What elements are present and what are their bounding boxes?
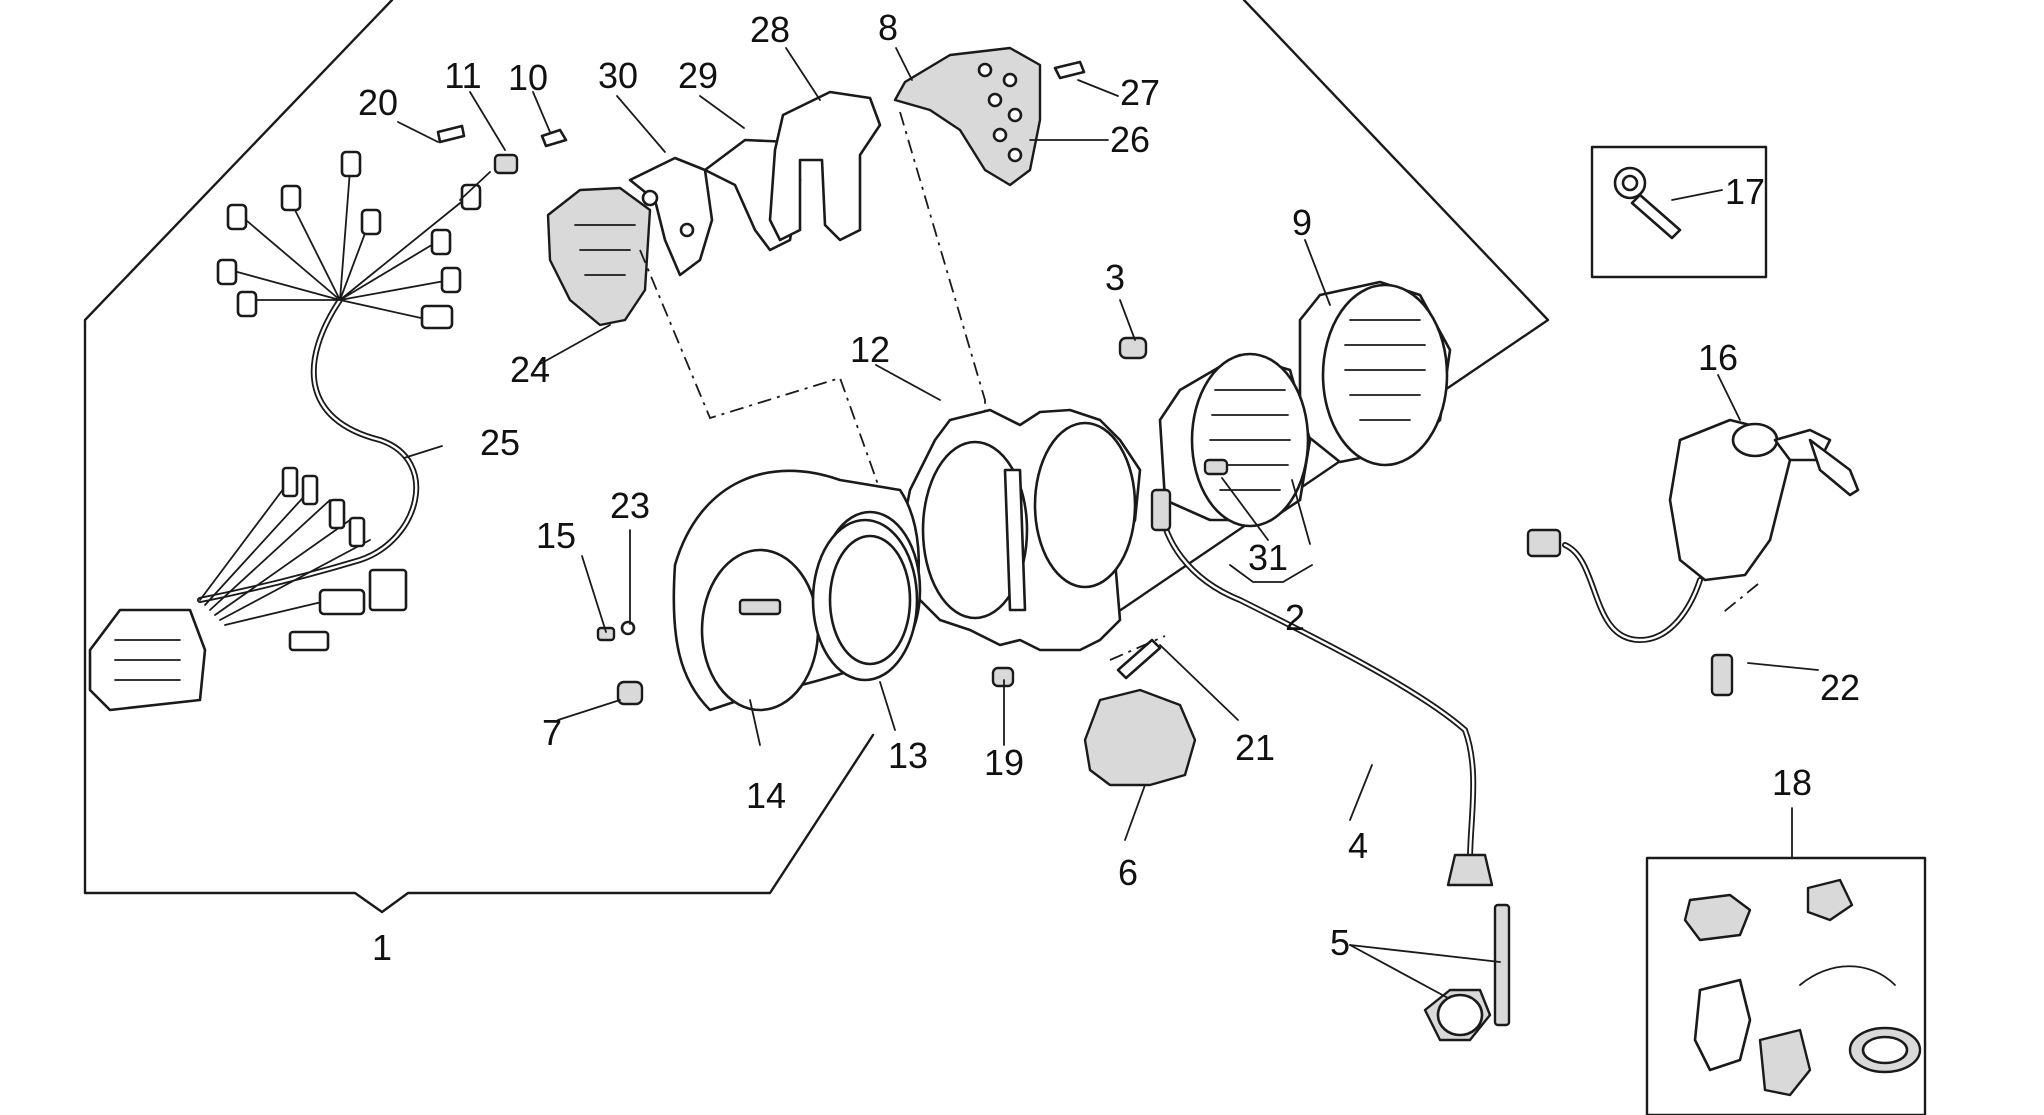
callout-22: 22 [1820,667,1860,708]
callout-26: 26 [1110,119,1150,160]
callout-9: 9 [1292,202,1312,243]
cover-6 [1083,688,1197,787]
callout-27: 27 [1120,72,1160,113]
callout-31: 31 [1248,537,1288,578]
callout-12: 12 [850,329,890,370]
plate-8-26-27 [893,46,1086,187]
callout-13: 13 [888,735,928,776]
drive-gear-5 [1423,903,1511,1042]
callout-labels: 1 2 3 4 5 6 7 8 9 10 11 12 13 14 15 16 1… [358,7,1860,968]
callout-5: 5 [1330,922,1350,963]
gauge-9 [1298,280,1452,467]
callout-7: 7 [542,712,562,753]
wiring-harness-25 [88,150,482,712]
bezel-ring-13 [811,518,919,682]
callout-4: 4 [1348,825,1368,866]
callout-24: 24 [510,349,550,390]
callout-2: 2 [1285,597,1305,638]
inset-box-18 [1645,856,1927,1115]
leader-lines [397,47,1819,999]
lock-kit-18 [1683,878,1922,1097]
callout-25: 25 [480,422,520,463]
callout-19: 19 [984,742,1024,783]
callout-20: 20 [358,82,398,123]
bushing-3 [1118,336,1148,360]
callout-8: 8 [878,7,898,48]
callout-30: 30 [598,55,638,96]
callout-29: 29 [678,55,718,96]
bezel-plate-12 [898,408,1142,652]
gauge-31 [1158,352,1312,528]
callout-10: 10 [508,57,548,98]
callout-14: 14 [746,775,786,816]
ignition-switch-16 [1526,418,1860,697]
callout-17: 17 [1725,171,1765,212]
speedometer-cable-4 [1150,488,1494,887]
callout-3: 3 [1105,257,1125,298]
fasteners-15-23-7-19 [596,620,1162,706]
brackets-24-30-29-28 [546,90,882,327]
callout-28: 28 [750,9,790,50]
callout-18: 18 [1772,762,1812,803]
key-17 [1613,166,1682,240]
inset-box-17 [1590,145,1768,279]
callout-6: 6 [1118,852,1138,893]
callout-16: 16 [1698,337,1738,378]
callout-23: 23 [610,485,650,526]
callout-11: 11 [444,55,481,96]
callout-15: 15 [536,515,576,556]
callout-1: 1 [372,927,392,968]
connector-parts-20-11-10 [436,124,568,201]
callout-21: 21 [1235,727,1275,768]
